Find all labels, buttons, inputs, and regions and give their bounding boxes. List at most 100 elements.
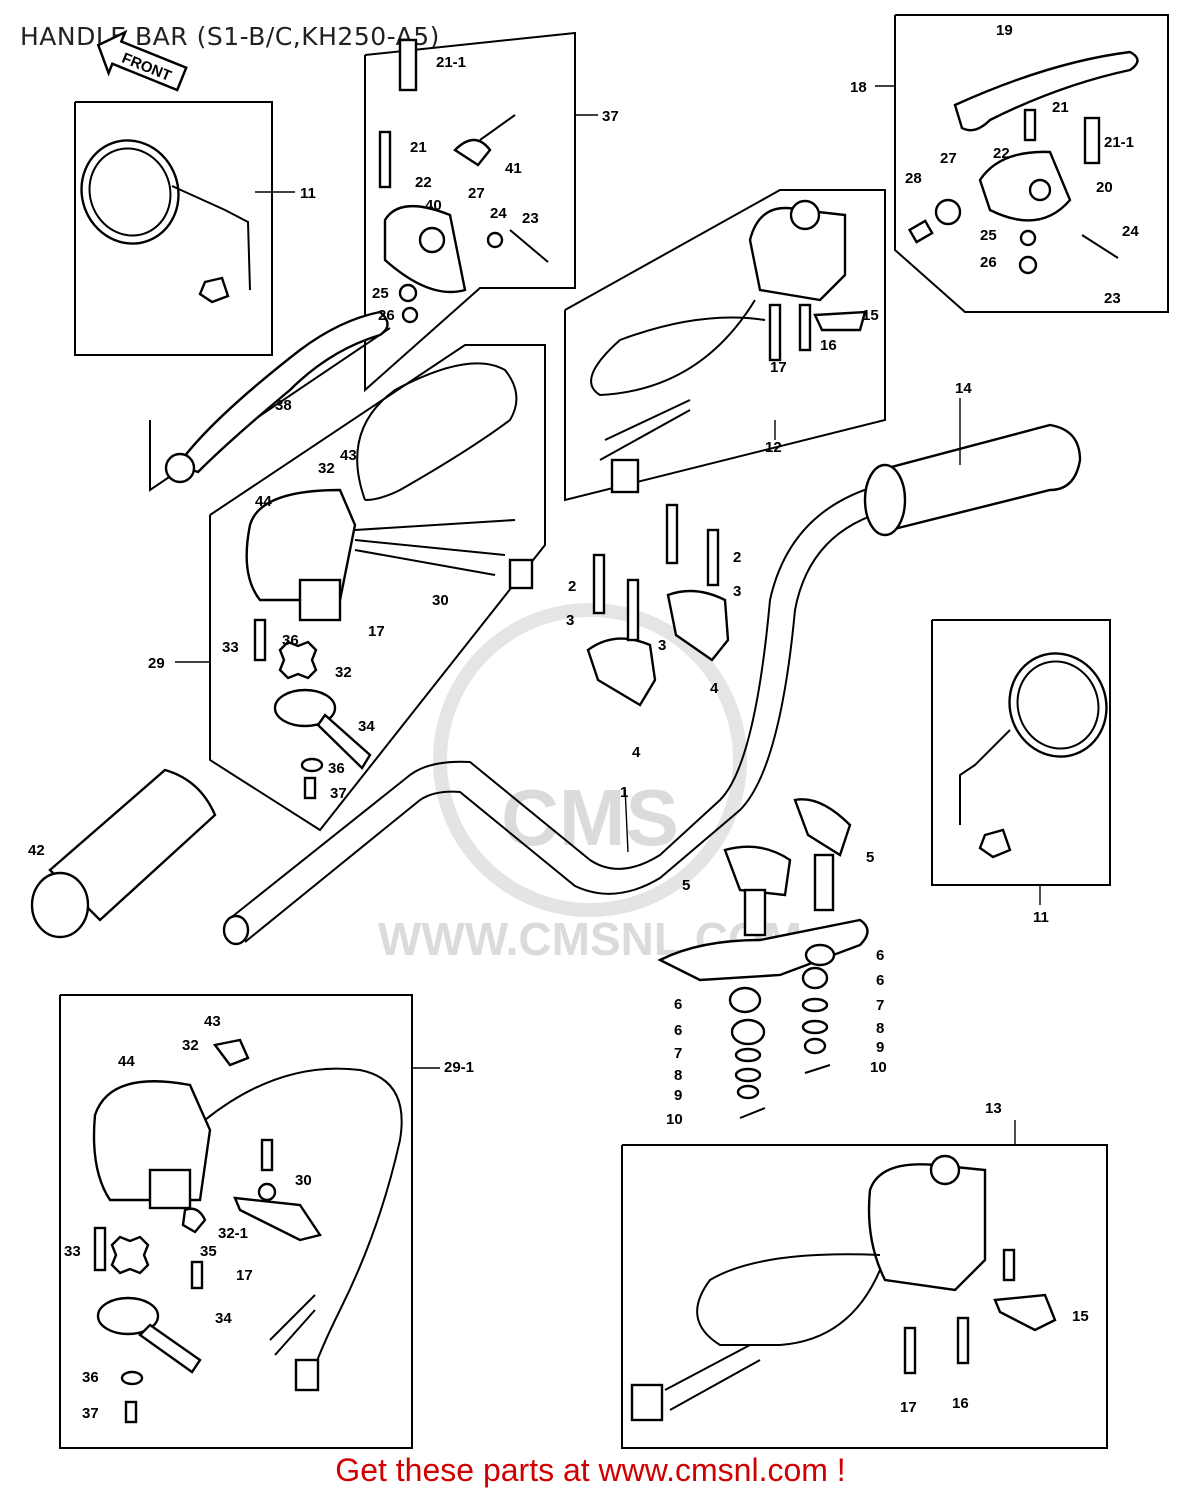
- label-38: 37: [602, 108, 619, 125]
- handlebar-holders-5: [657, 798, 869, 1119]
- handlebar-clamps-4: [586, 503, 730, 707]
- label-22-right: 22: [993, 145, 1010, 162]
- label-32-1: 32-1: [218, 1225, 248, 1242]
- label-29-1: 29-1: [444, 1059, 474, 1076]
- label-18: 18: [850, 79, 867, 96]
- label-24-left: 24: [490, 205, 507, 222]
- label-17-alt2: 17: [900, 1399, 917, 1416]
- leader-lines: [175, 85, 1041, 1145]
- label-6-c: 6: [674, 996, 682, 1013]
- label-13-1: 13: [985, 1100, 1002, 1117]
- label-31: 32: [318, 460, 335, 477]
- label-27-right: 27: [940, 150, 957, 167]
- label-25-left: 25: [372, 285, 389, 302]
- label-26-left: 26: [378, 307, 395, 324]
- group-13-1-right-switch-alt: [621, 1144, 1108, 1449]
- label-43-alt: 43: [204, 1013, 221, 1030]
- label-25-right: 25: [980, 227, 997, 244]
- group-18-clutch-lever-holder: [894, 14, 1169, 313]
- label-33: 33: [222, 639, 239, 656]
- group-12-left-mirror: [74, 101, 273, 356]
- label-6-a: 6: [876, 947, 884, 964]
- group-13-right-switch: [564, 189, 886, 502]
- front-arrow-icon: FRONT: [96, 29, 188, 92]
- label-8-a: 8: [876, 1020, 884, 1037]
- label-5-right: 5: [866, 849, 874, 866]
- watermark-logo: CMS: [501, 773, 679, 862]
- label-35-alt: 35: [200, 1243, 217, 1260]
- label-32: 32: [335, 664, 352, 681]
- label-30-alt: 30: [295, 1172, 312, 1189]
- label-3-c: 3: [658, 637, 666, 654]
- part-labels: 11 37 21-1 21 22 40 27 41 24 23 25 26 38…: [28, 22, 1139, 1422]
- label-34: 34: [358, 718, 375, 735]
- label-13: 12: [765, 439, 782, 456]
- label-4-b: 4: [632, 744, 641, 761]
- label-21-right: 21: [1052, 99, 1069, 116]
- label-31-alt: 32: [182, 1037, 199, 1054]
- label-6-d: 6: [674, 1022, 682, 1039]
- label-6-b: 6: [876, 972, 884, 989]
- group-11-right-mirror: [931, 619, 1111, 886]
- label-17-right: 17: [770, 359, 787, 376]
- label-40: 40: [425, 197, 442, 214]
- label-19: 19: [996, 22, 1013, 39]
- diagram-title: HANDLE BAR (S1-B/C,KH250-A5): [20, 22, 440, 51]
- label-34-alt: 34: [215, 1310, 232, 1327]
- label-36-alt: 36: [82, 1369, 99, 1386]
- label-21-1-right: 21-1: [1104, 134, 1134, 151]
- group-38-front-brake-lever-holder: [364, 31, 576, 393]
- label-10-a: 10: [870, 1059, 887, 1076]
- label-17-left: 17: [368, 623, 385, 640]
- handlebar-tube: [222, 484, 891, 946]
- label-37-alt: 37: [82, 1405, 99, 1422]
- label-7-b: 7: [674, 1045, 682, 1062]
- label-29: 29: [148, 655, 165, 672]
- cms-watermark: CMS WWW.CMSNL.COM: [378, 603, 802, 965]
- label-14: 14: [955, 380, 972, 397]
- label-5-left: 5: [682, 877, 690, 894]
- label-23-right: 23: [1104, 290, 1121, 307]
- footer-link-text[interactable]: Get these parts at www.cmsnl.com !: [335, 1452, 846, 1488]
- label-37: 37: [330, 785, 347, 802]
- label-27-left: 27: [468, 185, 485, 202]
- label-9-a: 9: [876, 1039, 884, 1056]
- label-15-alt: 15: [1072, 1308, 1089, 1325]
- label-22-left: 22: [415, 174, 432, 191]
- label-15: 15: [862, 307, 879, 324]
- label-26-right: 26: [980, 254, 997, 271]
- label-42: 42: [28, 842, 45, 859]
- label-39: 38: [275, 397, 292, 414]
- label-12: 11: [300, 185, 316, 202]
- label-2-b: 2: [568, 578, 576, 595]
- label-33-alt: 33: [64, 1243, 81, 1260]
- label-23-left: 23: [522, 210, 539, 227]
- grip-42-left: [30, 768, 217, 939]
- label-20: 20: [1096, 179, 1113, 196]
- label-21-left: 21: [410, 139, 427, 156]
- group-29-left-switch: [209, 344, 546, 832]
- label-3-a: 3: [733, 583, 741, 600]
- label-16-alt: 16: [952, 1395, 969, 1412]
- label-36: 36: [328, 760, 345, 777]
- label-4-a: 4: [710, 680, 719, 697]
- label-11: 11: [1033, 909, 1049, 926]
- label-7-a: 7: [876, 997, 884, 1014]
- group-29-1-left-switch-alt: [59, 994, 413, 1449]
- label-17-alt: 17: [236, 1267, 253, 1284]
- grip-14-right: [863, 423, 1082, 537]
- label-44: 44: [255, 493, 272, 510]
- label-43: 43: [340, 447, 357, 464]
- label-3-b: 3: [566, 612, 574, 629]
- label-21-1-left: 21-1: [436, 54, 466, 71]
- label-10-b: 10: [666, 1111, 683, 1128]
- label-16: 16: [820, 337, 837, 354]
- label-35: 36: [282, 632, 299, 649]
- label-28: 28: [905, 170, 922, 187]
- label-24-right: 24: [1122, 223, 1139, 240]
- label-2-a: 2: [733, 549, 741, 566]
- label-30: 30: [432, 592, 449, 609]
- group-39-brake-lever: [149, 310, 391, 492]
- label-8-b: 8: [674, 1067, 682, 1084]
